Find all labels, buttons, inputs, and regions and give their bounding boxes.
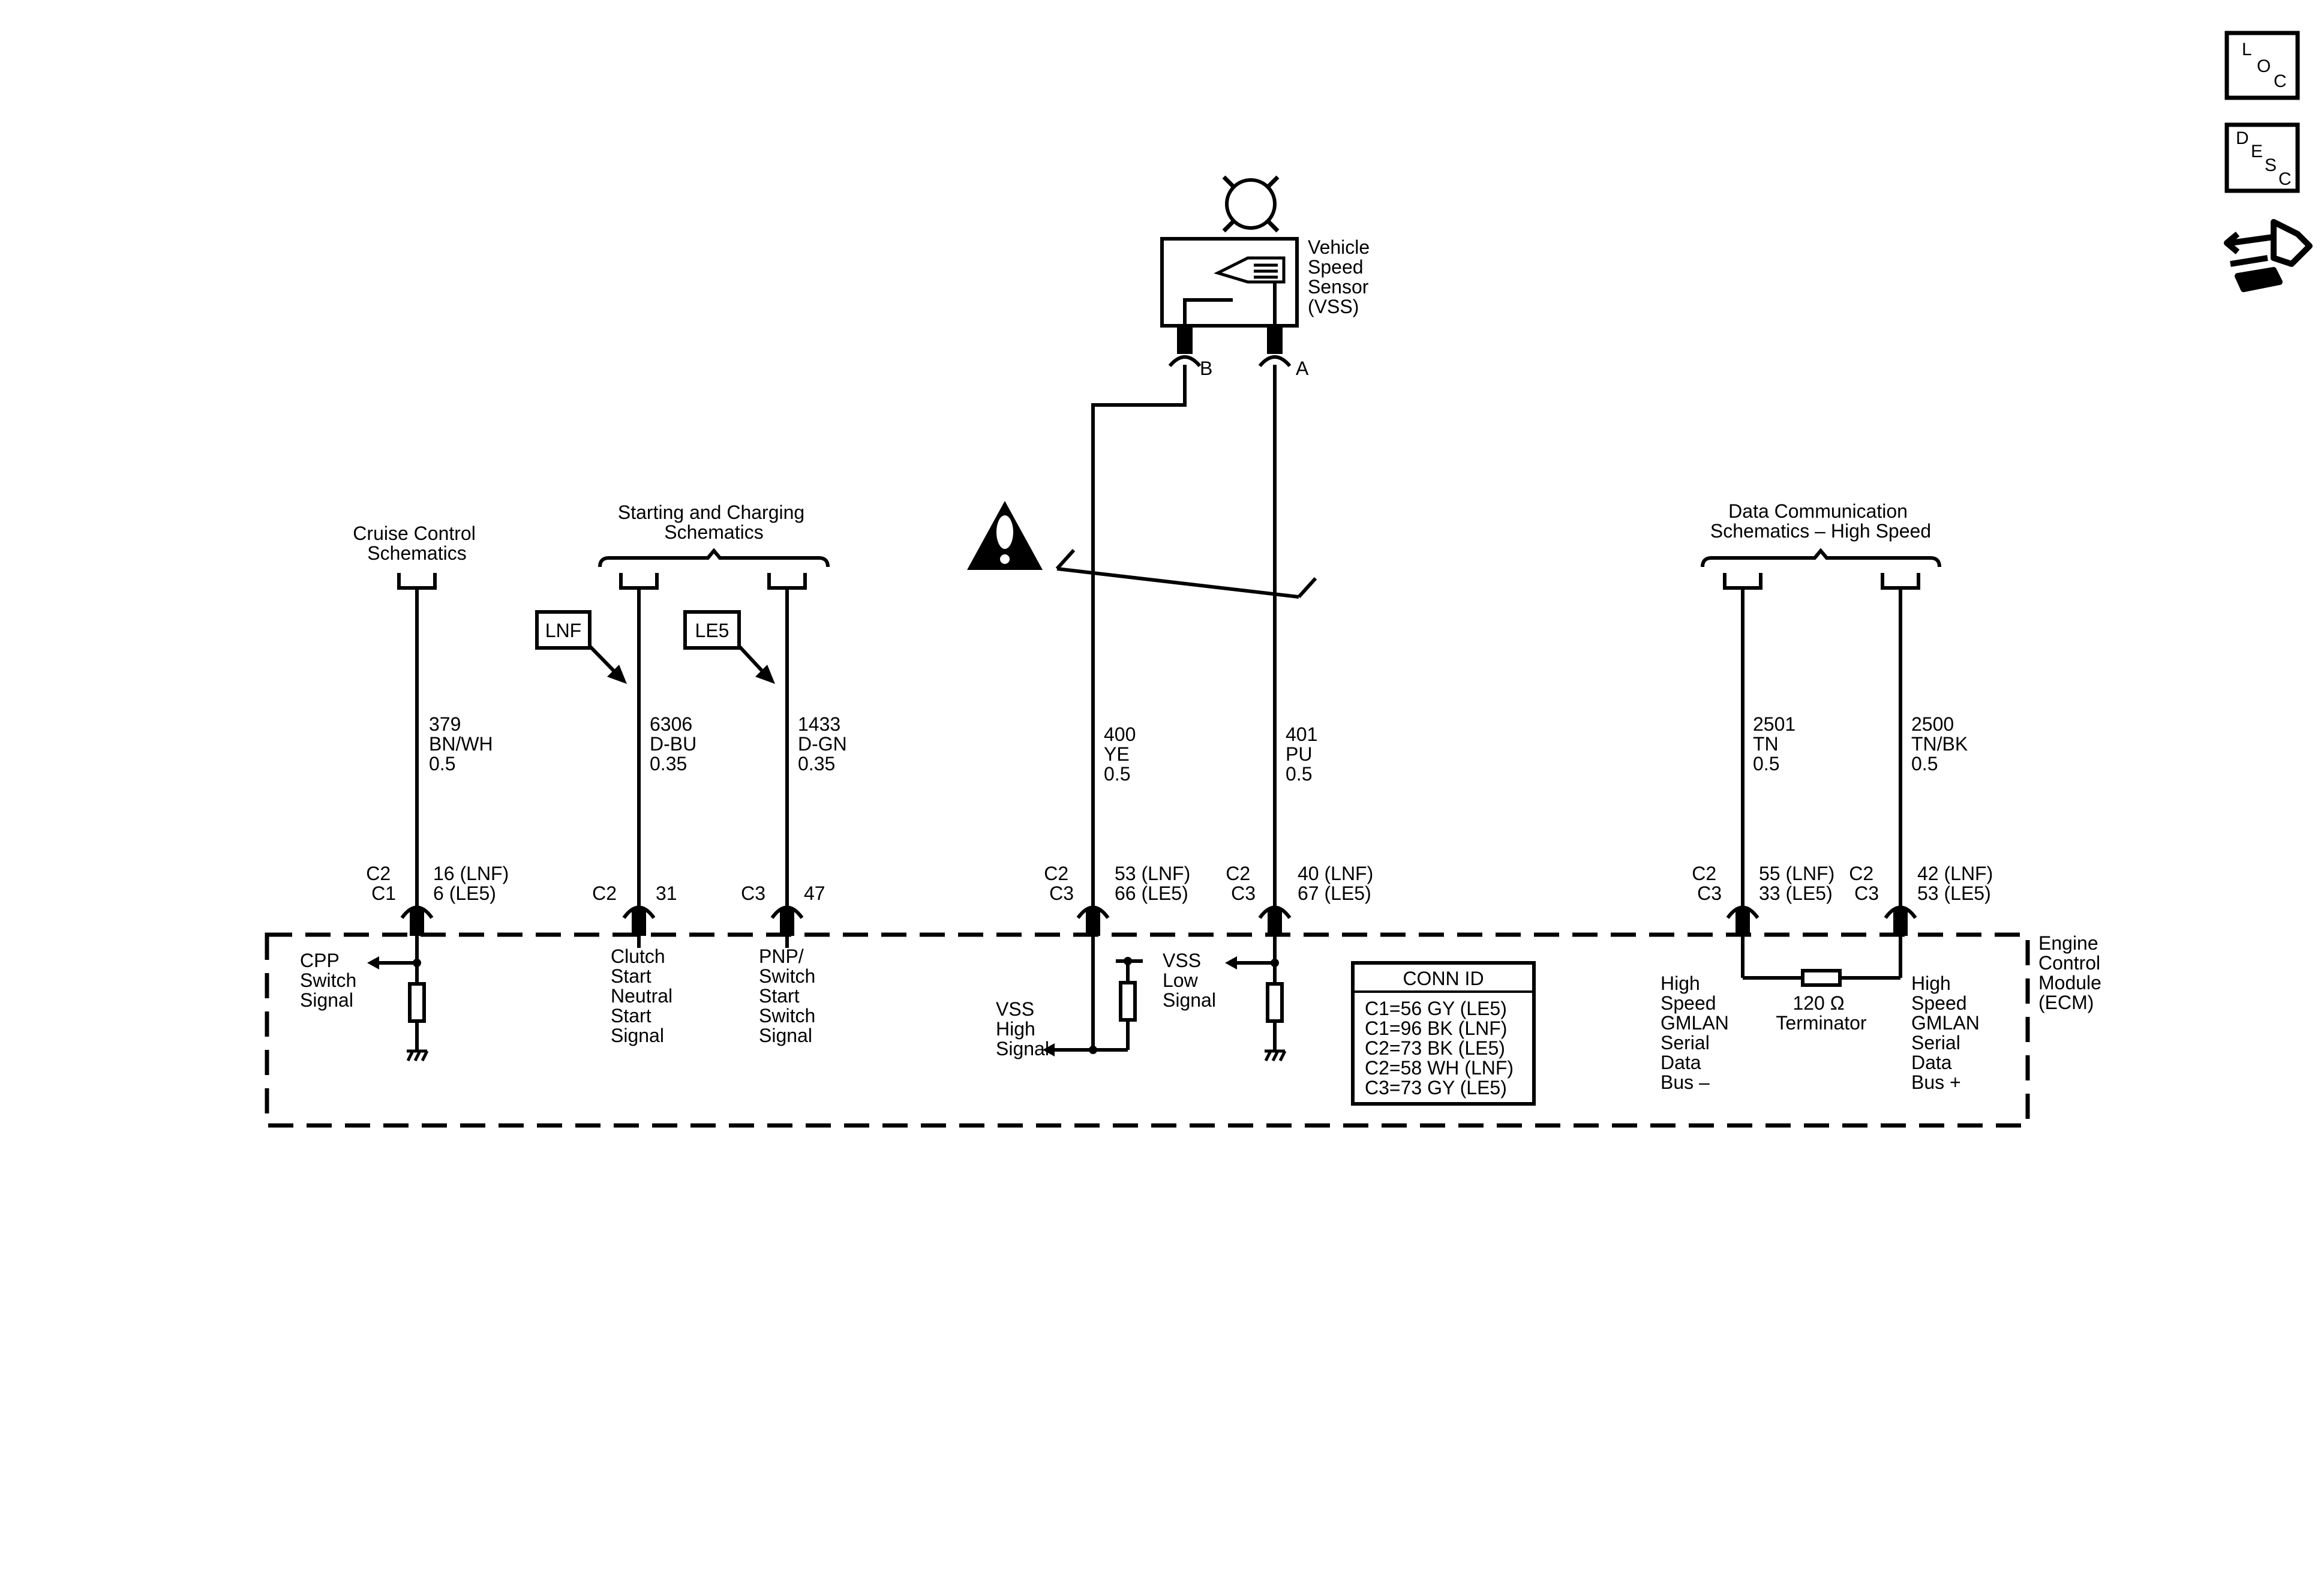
conn-id-title: CONN ID bbox=[1403, 968, 1484, 989]
cpp-pin-number: 16 (LNF) 6 (LE5) bbox=[433, 863, 514, 904]
loc-letter: L bbox=[2242, 40, 2252, 59]
vss-pin-b bbox=[1168, 324, 1202, 367]
clutch-signal-label: Clutch Start Neutral Start Signal bbox=[611, 945, 678, 1046]
cpp-signal-label: CPP Switch Signal bbox=[300, 950, 362, 1011]
wire-6306-label: 6306 D-BU 0.35 bbox=[650, 713, 702, 775]
loc-icon[interactable]: L O C bbox=[2224, 31, 2300, 100]
desc-letter: C bbox=[2278, 169, 2292, 189]
vss-sensor-box bbox=[1160, 237, 1299, 328]
conn-id-row: C1=96 BK (LNF) bbox=[1365, 1017, 1507, 1039]
pnp-pin-number: 47 bbox=[804, 882, 825, 904]
conn-id-row: C2=73 BK (LE5) bbox=[1365, 1037, 1505, 1059]
vss-pin-b-label: B bbox=[1200, 358, 1212, 379]
loc-letter: C bbox=[2274, 71, 2287, 91]
data-communication-reference[interactable]: Data Communication Schematics – High Spe… bbox=[1701, 500, 1941, 590]
ecm-pin-terminals bbox=[410, 909, 1908, 936]
wires bbox=[415, 365, 1902, 906]
signal-arrow-icons bbox=[367, 956, 1237, 1056]
starting-charging-label: Starting and Charging Schematics bbox=[618, 502, 810, 543]
vss-pin-a bbox=[1258, 324, 1292, 367]
vss-low-pin-number: 40 (LNF) 67 (LE5) bbox=[1298, 863, 1379, 904]
wire-379-label: 379 BN/WH 0.5 bbox=[429, 713, 499, 775]
lnf-option-callout: LNF bbox=[535, 610, 627, 684]
wire-400-label: 400 YE 0.5 bbox=[1104, 724, 1141, 785]
vss-low-signal-label: VSS Low Signal bbox=[1163, 950, 1216, 1011]
junction-dots bbox=[413, 957, 1279, 1054]
vss-name: Vehicle Speed Sensor (VSS) bbox=[1308, 236, 1375, 317]
internal-circuits bbox=[377, 936, 1902, 1052]
bus-plus-pin-number: 42 (LNF) 53 (LE5) bbox=[1917, 863, 1998, 904]
le5-option-callout: LE5 bbox=[683, 610, 775, 684]
warning-icon[interactable] bbox=[967, 501, 1043, 570]
conn-id-table: CONN ID C1=56 GY (LE5) C1=96 BK (LNF) C2… bbox=[1351, 961, 1536, 1106]
desc-icon[interactable]: D E S C bbox=[2224, 122, 2300, 193]
vss-high-signal-label: VSS High Signal bbox=[996, 998, 1049, 1059]
cruise-control-label: Cruise Control Schematics bbox=[353, 523, 481, 564]
ecm-pin-arcs bbox=[400, 905, 1917, 919]
vss-high-pin-number: 53 (LNF) 66 (LE5) bbox=[1115, 863, 1196, 904]
vss-pin-a-label: A bbox=[1296, 358, 1309, 379]
bus-plus-signal-label: High Speed GMLAN Serial Data Bus + bbox=[1911, 972, 1985, 1093]
bus-minus-connector-id: C2 C3 bbox=[1692, 863, 1722, 904]
cpp-connector-id: C2 C1 bbox=[366, 863, 396, 904]
vss-component-icon bbox=[1222, 175, 1280, 233]
conn-id-row: C3=73 GY (LE5) bbox=[1365, 1077, 1507, 1098]
clutch-pin-number: 31 bbox=[656, 882, 677, 904]
conn-id-row: C1=56 GY (LE5) bbox=[1365, 998, 1507, 1019]
pnp-signal-label: PNP/ Switch Start Switch Signal bbox=[759, 945, 821, 1046]
vss-low-connector-id: C2 C3 bbox=[1226, 863, 1256, 904]
clutch-connector-id: C2 bbox=[592, 882, 617, 904]
conn-id-row: C2=58 WH (LNF) bbox=[1365, 1057, 1514, 1079]
ecm-boundary bbox=[265, 932, 2030, 1128]
ground-icons bbox=[406, 1049, 1287, 1062]
bus-minus-signal-label: High Speed GMLAN Serial Data Bus – bbox=[1661, 972, 1734, 1093]
data-communication-label: Data Communication Schematics – High Spe… bbox=[1710, 500, 1931, 542]
pnp-connector-id: C3 bbox=[741, 882, 765, 904]
terminator-label: 120 Ω Terminator bbox=[1776, 992, 1867, 1034]
desc-letter: D bbox=[2236, 128, 2249, 148]
lnf-option-label: LNF bbox=[545, 620, 581, 641]
wire-1433-label: 1433 D-GN 0.35 bbox=[798, 713, 852, 775]
cruise-control-reference[interactable]: Cruise Control Schematics bbox=[353, 523, 481, 590]
vss-high-connector-id: C2 C3 bbox=[1044, 863, 1074, 904]
le5-option-label: LE5 bbox=[695, 620, 729, 641]
wire-2500-label: 2500 TN/BK 0.5 bbox=[1911, 713, 1973, 775]
desc-letter: E bbox=[2251, 142, 2263, 161]
ecm-label: Engine Control Module (ECM) bbox=[2038, 932, 2107, 1013]
starting-charging-reference[interactable]: Starting and Charging Schematics bbox=[598, 502, 830, 590]
wire-2501-label: 2501 TN 0.5 bbox=[1753, 713, 1801, 775]
loc-letter: O bbox=[2257, 56, 2271, 76]
wire-401-label: 401 PU 0.5 bbox=[1286, 724, 1323, 785]
desc-letter: S bbox=[2265, 155, 2277, 175]
magnetic-pickup-icon bbox=[1214, 256, 1286, 284]
bus-minus-pin-number: 55 (LNF) 33 (LE5) bbox=[1759, 863, 1840, 904]
bus-plus-connector-id: C2 C3 bbox=[1849, 863, 1879, 904]
twisted-pair-indicator bbox=[1055, 548, 1317, 599]
connector-tool-icon[interactable] bbox=[2224, 219, 2313, 292]
